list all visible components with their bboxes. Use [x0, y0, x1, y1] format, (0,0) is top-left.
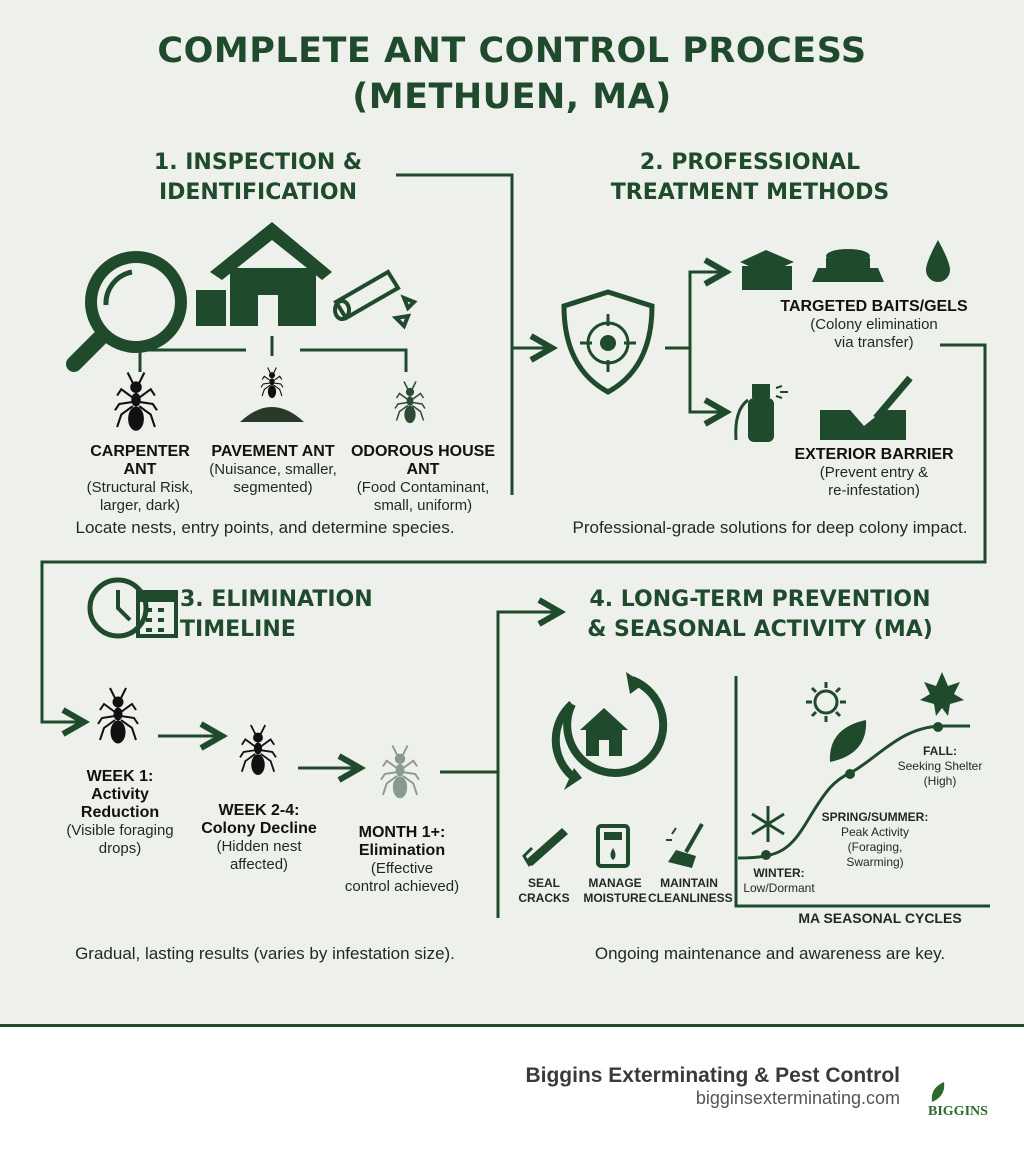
winter-point — [761, 850, 771, 860]
house-icon — [196, 222, 332, 326]
section-1-title: 1. INSPECTION & IDENTIFICATION — [153, 150, 363, 205]
tip-seal-cracks: SEAL CRACKS — [518, 876, 570, 905]
season-curve — [737, 724, 970, 860]
magnifier-icon — [66, 251, 187, 372]
leaf-icon — [829, 720, 867, 762]
connector-s1-s2 — [396, 173, 514, 495]
soil-mound-icon — [240, 407, 304, 422]
section-3-title: 3. ELIMINATION TIMELINE — [180, 587, 373, 642]
spring-point — [845, 769, 855, 779]
odorous-ant-icon — [394, 380, 426, 424]
week2-ant-icon — [239, 724, 277, 776]
week-2-4-label: WEEK 2-4: Colony Decline (Hidden nest af… — [201, 802, 317, 873]
section-2-caption: Professional-grade solutions for deep co… — [572, 518, 968, 537]
section-1-caption: Locate nests, entry points, and determin… — [75, 518, 455, 537]
section-2-title: 2. PROFESSIONAL TREATMENT METHODS — [610, 150, 890, 205]
company-logo: BIGGINS — [928, 1080, 1000, 1119]
clock-calendar-icon — [87, 577, 178, 639]
logo-leaf-icon — [931, 1082, 945, 1102]
exterior-barrier-label: EXTERIOR BARRIER (Prevent entry & re-inf… — [794, 446, 954, 499]
seasonal-chart-label: MA SEASONAL CYCLES — [798, 910, 962, 926]
bait-station-icon — [740, 250, 794, 290]
connector-s2-s3 — [40, 343, 987, 722]
connector-s3-s4 — [440, 612, 560, 774]
brand-block: Biggins Exterminating & Pest Control big… — [525, 1064, 900, 1109]
section-4-caption: Ongoing maintenance and awareness are ke… — [594, 944, 946, 963]
pavement-ant-icon — [260, 366, 284, 399]
shield-target-icon — [561, 289, 655, 395]
dehumidifier-icon — [596, 824, 630, 868]
snowflake-icon — [751, 806, 785, 842]
week1-ant-icon — [97, 687, 139, 744]
fall-point — [933, 722, 943, 732]
season-winter-label: WINTER: Low/Dormant — [743, 866, 815, 895]
tip-manage-moisture: MANAGE MOISTURE — [583, 876, 647, 905]
carpenter-ant-label: CARPENTER ANT (Structural Risk, larger, … — [86, 443, 194, 514]
baits-gels-label: TARGETED BAITS/GELS (Colony elimination … — [780, 298, 968, 351]
bait-tray-icon — [812, 249, 884, 282]
caulk-gun-icon — [522, 828, 568, 867]
page-title: COMPLETE ANT CONTROL PROCESS (METHUEN, M… — [157, 31, 867, 117]
section-3-caption: Gradual, lasting results (varies by infe… — [75, 944, 455, 963]
company-name: Biggins Exterminating & Pest Control — [525, 1064, 900, 1087]
section-4-title: 4. LONG-TERM PREVENTION & SEASONAL ACTIV… — [587, 587, 933, 642]
footer — [0, 1024, 1024, 1154]
maple-leaf-icon — [920, 672, 964, 716]
odorous-ant-label: ODOROUS HOUSE ANT (Food Contaminant, sma… — [350, 443, 495, 514]
cycle-house-icon — [551, 672, 668, 790]
barrier-icon — [820, 375, 913, 440]
season-fall-label: FALL: Seeking Shelter (High) — [897, 744, 983, 788]
sun-icon — [806, 682, 846, 722]
week-1-label: WEEK 1: Activity Reduction (Visible fora… — [66, 768, 174, 857]
gel-drop-icon — [926, 240, 950, 282]
sprayer-icon — [734, 384, 788, 442]
wood-icon — [333, 269, 418, 330]
carpenter-ant-icon — [113, 371, 159, 432]
season-chart-axes — [734, 676, 990, 908]
season-spring-label: SPRING/SUMMER: Peak Activity (Foraging, … — [821, 810, 929, 869]
month-1-label: MONTH 1+: Elimination (Effective control… — [344, 824, 460, 895]
pavement-ant-label: PAVEMENT ANT (Nuisance, smaller, segment… — [209, 443, 337, 496]
month1-ant-icon — [380, 744, 420, 799]
broom-icon — [666, 823, 704, 868]
tip-maintain-cleanliness: MAINTAIN CLEANLINESS — [648, 876, 733, 905]
company-url[interactable]: bigginsexterminating.com — [695, 1088, 900, 1108]
